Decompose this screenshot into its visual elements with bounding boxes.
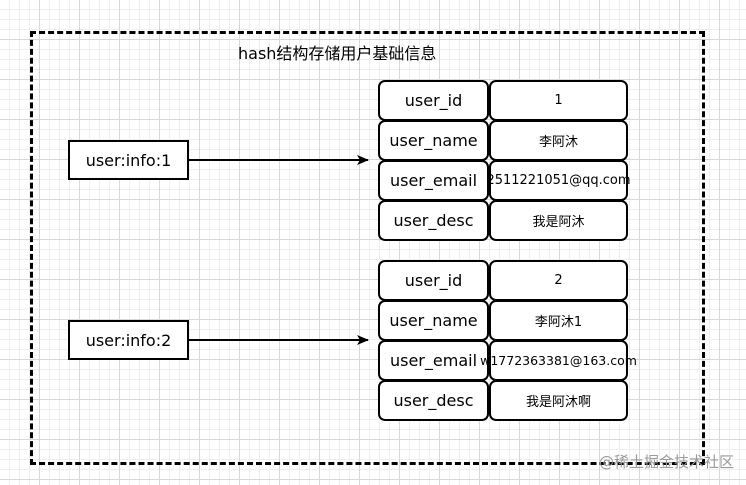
field-value-cell: 我是阿沐 (489, 200, 628, 241)
field-name-cell: user_desc (378, 200, 489, 241)
field-value-cell: 李阿沐1 (489, 300, 628, 341)
field-name-cell: user_id (378, 80, 489, 121)
diagram-frame (30, 31, 705, 465)
field-name-cell: user_id (378, 260, 489, 301)
field-name-cell: user_desc (378, 380, 489, 421)
field-value-cell: 1 (489, 80, 628, 121)
field-name-cell: user_name (378, 120, 489, 161)
watermark-text: @稀土掘金技术社区 (598, 453, 734, 471)
field-name-cell: user_email (378, 340, 489, 381)
key-box-user-info-1: user:info:1 (68, 140, 189, 180)
field-name-cell: user_name (378, 300, 489, 341)
field-value-cell: 李阿沐 (489, 120, 628, 161)
diagram-title: hash结构存储用户基础信息 (238, 44, 437, 63)
field-value-cell: 我是阿沐啊 (489, 380, 628, 421)
key-box-user-info-2: user:info:2 (68, 320, 189, 360)
field-value-cell: w1772363381@163.com (480, 340, 637, 381)
field-name-cell: user_email (378, 160, 489, 201)
field-value-cell: 2511221051@qq.com (486, 160, 631, 201)
field-value-cell: 2 (489, 260, 628, 301)
